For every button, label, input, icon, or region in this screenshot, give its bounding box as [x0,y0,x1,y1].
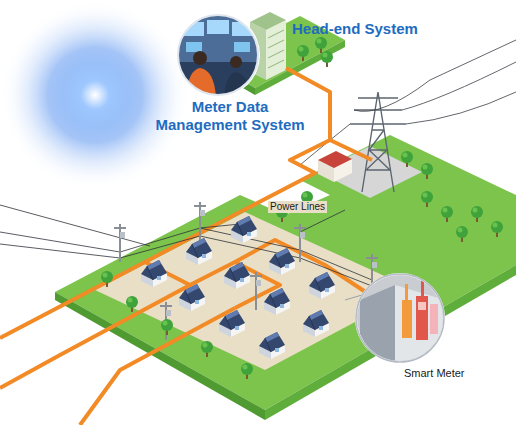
tree [421,163,433,179]
tree [315,37,327,53]
house [309,272,335,299]
operator-head [230,56,242,68]
tree [401,151,413,167]
house [179,284,205,311]
inset-border [355,273,445,363]
operator-body [186,68,216,97]
inset-border [176,13,260,97]
building-roof [250,12,286,30]
tree [126,296,138,312]
house [219,310,245,337]
wire [406,92,516,124]
inset-ring [178,15,258,95]
meter-box [430,304,438,334]
utility-pole [160,302,172,340]
substation-pad [318,146,422,198]
window-line [268,40,284,48]
comm-line [80,308,235,425]
tree [471,206,483,222]
meter-display [418,302,426,310]
tree [491,221,503,237]
window-line [268,60,284,68]
part-label: Smart Meter [404,367,465,380]
tree [421,191,433,207]
tree [161,319,173,335]
wall-face [395,285,445,363]
communication-lines [0,68,372,425]
part-label: Power Lines [268,201,327,213]
house [264,288,290,315]
comm-line [0,285,190,388]
power-wire [200,228,372,280]
wire [354,40,516,111]
substation-roof [318,151,352,168]
power-wire [0,236,200,258]
screen [207,20,229,34]
utility-pole [194,202,206,240]
screen [186,42,202,52]
control-room [176,13,260,98]
wire [402,62,516,110]
house [269,248,295,275]
comm-line [330,140,372,160]
transmission-wires [300,40,516,165]
meter-closeup [355,273,445,363]
utility-pole [114,224,126,262]
building-windows [268,30,284,68]
utility-pole [294,224,306,262]
room-wall [176,13,260,97]
tree [441,206,453,222]
house [224,262,250,289]
tree [456,226,468,242]
operator-head [193,51,207,65]
power-wire [0,205,150,246]
tree [297,45,309,61]
system-label: Head-end System [292,20,418,38]
comm-line [0,262,145,338]
inset-ring [356,274,444,362]
building-wall [266,20,286,80]
window-line [268,50,284,58]
system-label: Meter Data Management System [150,98,310,134]
tree [101,271,113,287]
screen [234,42,250,52]
comm-line [240,68,330,212]
transmission-tower [350,92,406,192]
power-lines [0,205,372,286]
ground-side [255,40,345,95]
tree [201,341,213,357]
meter-box [402,300,412,338]
desk [176,62,260,98]
house [303,310,329,337]
power-wire [300,210,345,250]
meter-box [416,296,428,340]
tower-lattice [366,130,390,170]
tree [321,51,333,67]
inset-background [355,273,445,363]
house [231,216,257,243]
utility-pole [250,272,262,310]
house [141,260,167,287]
meter-conduit [421,280,424,296]
tower-legs [362,92,394,192]
window-line [268,30,284,38]
house [259,332,285,359]
house [186,238,212,265]
sky-glow [0,0,190,190]
tree [241,363,253,379]
wall-face [360,285,395,363]
meter-conduit [405,284,408,300]
